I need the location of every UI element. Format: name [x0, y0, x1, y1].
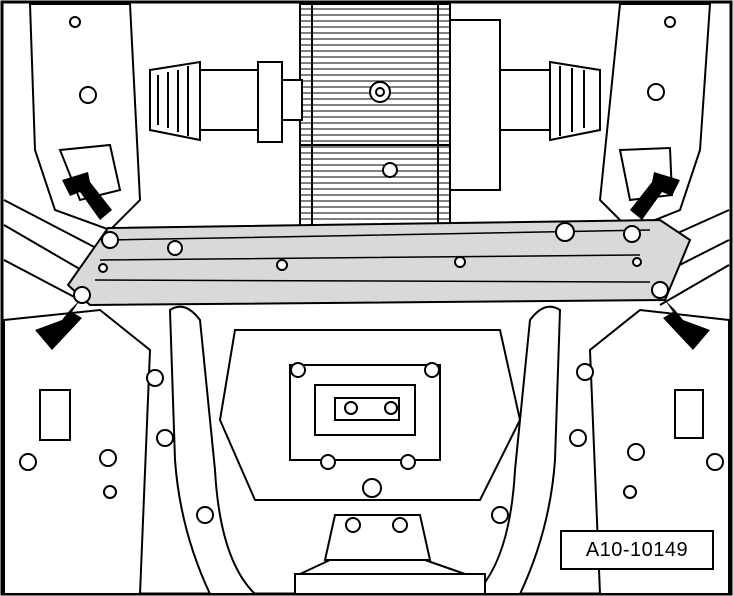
engine-mount [289, 362, 441, 498]
bolt-icon [569, 429, 587, 447]
left-drive-shaft [149, 60, 303, 143]
arrow-icon [630, 172, 680, 220]
bolt-icon [491, 506, 509, 524]
bolt-icon [576, 363, 594, 381]
right-drive-shaft [449, 19, 601, 191]
arrow-icon [35, 172, 710, 350]
bolt-icon [99, 449, 117, 467]
bolt-icon [627, 443, 645, 461]
bolt-icon [103, 485, 117, 499]
bolt-icon [146, 369, 164, 387]
reference-number: A10-10149 [560, 530, 714, 570]
left-suspension-strut [3, 3, 142, 301]
bolt-icon [156, 429, 174, 447]
arrow-icon [62, 172, 112, 220]
right-suspension-strut [598, 3, 730, 306]
radiator-block [299, 3, 451, 235]
bolt-icon [19, 453, 37, 471]
bolt-icon [196, 506, 214, 524]
arrow-icon [35, 300, 82, 350]
front-crossmember [66, 218, 692, 307]
arrow-icon [663, 300, 710, 350]
bolt-icon [706, 453, 724, 471]
rear-mount-bracket [294, 514, 486, 595]
subframe-bolts [19, 363, 724, 524]
bolt-icon [623, 485, 637, 499]
